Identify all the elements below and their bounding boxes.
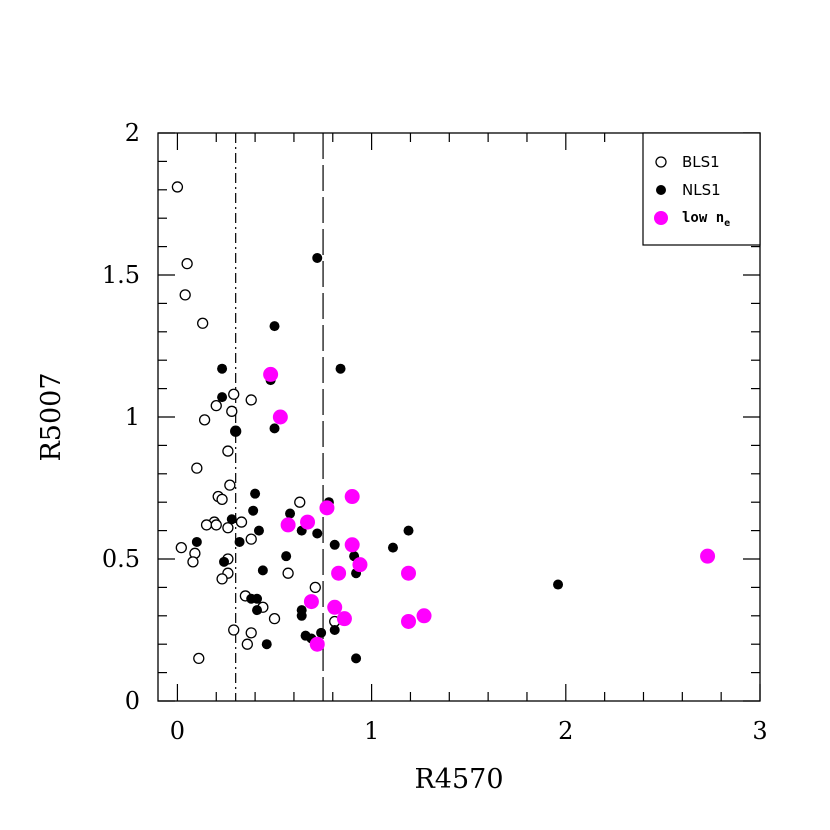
x-tick-label: 0 — [170, 717, 185, 745]
point-bls1 — [210, 519, 222, 531]
point-nls1 — [248, 505, 259, 516]
point-nls1 — [281, 551, 292, 562]
point-low-ne — [344, 537, 360, 553]
point-low-ne — [319, 500, 335, 516]
point-low-ne — [352, 557, 368, 573]
y-tick-label: 0 — [125, 687, 140, 715]
point-bls1 — [181, 257, 193, 270]
point-nls1 — [316, 627, 327, 638]
point-nls1 — [403, 525, 414, 536]
point-low-ne — [401, 613, 417, 629]
point-nls1 — [387, 542, 398, 553]
x-tick-label: 1 — [364, 717, 379, 745]
point-bls1 — [187, 556, 199, 568]
point-nls1 — [217, 392, 228, 403]
point-low-ne — [263, 366, 279, 382]
point-bls1 — [224, 479, 236, 491]
point-bls1 — [268, 612, 281, 625]
point-bls1 — [222, 445, 234, 457]
point-bls1 — [245, 533, 257, 545]
point-nls1 — [219, 556, 230, 567]
point-bls1 — [210, 399, 222, 412]
legend-label-bls1: BLS1 — [682, 153, 720, 171]
point-low-ne — [327, 599, 343, 615]
point-nls1 — [191, 536, 202, 547]
point-nls1 — [226, 514, 237, 525]
point-nls1 — [269, 423, 280, 434]
point-bls1 — [216, 493, 228, 506]
reference-lines — [235, 133, 324, 701]
legend-marker-low-ne — [654, 211, 668, 225]
point-nls1 — [217, 363, 228, 374]
y-tick-label: 1 — [125, 403, 140, 431]
point-nls1 — [252, 593, 263, 604]
tick-labels: 0 1 2 3 0 0.5 1 1.5 2 — [102, 119, 768, 745]
legend: BLS1 NLS1 low ne — [642, 132, 761, 246]
y-tick-label: 2 — [125, 119, 140, 147]
point-bls1 — [228, 388, 240, 400]
point-bls1 — [245, 627, 257, 639]
point-low-ne — [331, 565, 347, 581]
point-low-ne — [416, 608, 432, 624]
point-nls1 — [252, 605, 263, 616]
y-tick-label: 1.5 — [102, 261, 140, 289]
legend-marker-nls1 — [656, 185, 666, 195]
point-low-ne — [300, 514, 316, 530]
point-low-ne — [272, 409, 288, 425]
x-tick-label: 3 — [752, 717, 767, 745]
point-nls1 — [335, 363, 346, 374]
x-tick-label: 2 — [558, 717, 573, 745]
point-bls1 — [294, 496, 306, 508]
point-low-ne — [336, 611, 352, 627]
point-bls1 — [241, 638, 253, 650]
point-low-ne — [700, 548, 716, 564]
point-nls1 — [253, 525, 264, 536]
point-bls1 — [309, 581, 321, 594]
point-nls1 — [257, 565, 268, 576]
point-bls1 — [191, 462, 203, 474]
point-nls1 — [285, 508, 296, 519]
point-bls1 — [198, 414, 211, 426]
point-nls1 — [261, 639, 272, 650]
legend-label-nls1: NLS1 — [682, 181, 721, 199]
legend-marker-bls1 — [655, 156, 667, 168]
point-low-ne — [303, 594, 319, 610]
point-nls1 — [230, 426, 241, 437]
point-bls1 — [222, 522, 234, 534]
point-low-ne — [401, 565, 417, 581]
point-bls1 — [226, 405, 238, 417]
point-nls1 — [329, 625, 340, 635]
point-nls1 — [296, 610, 307, 621]
point-bls1 — [179, 289, 191, 301]
y-axis-label: R5007 — [36, 372, 67, 461]
x-axis-label: R4570 — [414, 764, 503, 795]
point-nls1 — [351, 653, 362, 664]
point-bls1 — [200, 519, 213, 531]
point-bls1 — [245, 394, 257, 406]
legend-label-low-ne-main: low n — [682, 210, 724, 226]
data-points — [171, 181, 716, 665]
legend-label-low-ne-sub: e — [724, 218, 730, 229]
point-low-ne — [280, 517, 296, 533]
point-bls1 — [171, 181, 184, 193]
point-bls1 — [228, 624, 240, 636]
point-nls1 — [234, 536, 245, 547]
point-nls1 — [269, 321, 280, 332]
point-nls1 — [553, 579, 564, 590]
point-nls1 — [312, 528, 323, 539]
point-low-ne — [344, 489, 360, 505]
legend-label-low-ne: low ne — [682, 210, 730, 229]
point-low-ne — [309, 636, 325, 652]
point-bls1 — [282, 567, 294, 579]
point-nls1 — [329, 539, 340, 550]
point-bls1 — [197, 317, 209, 329]
point-bls1 — [175, 541, 187, 554]
point-bls1 — [235, 516, 248, 528]
point-bls1 — [216, 573, 228, 585]
point-nls1 — [312, 252, 323, 263]
point-nls1 — [250, 488, 261, 499]
point-bls1 — [193, 652, 205, 665]
y-tick-label: 0.5 — [102, 545, 140, 573]
